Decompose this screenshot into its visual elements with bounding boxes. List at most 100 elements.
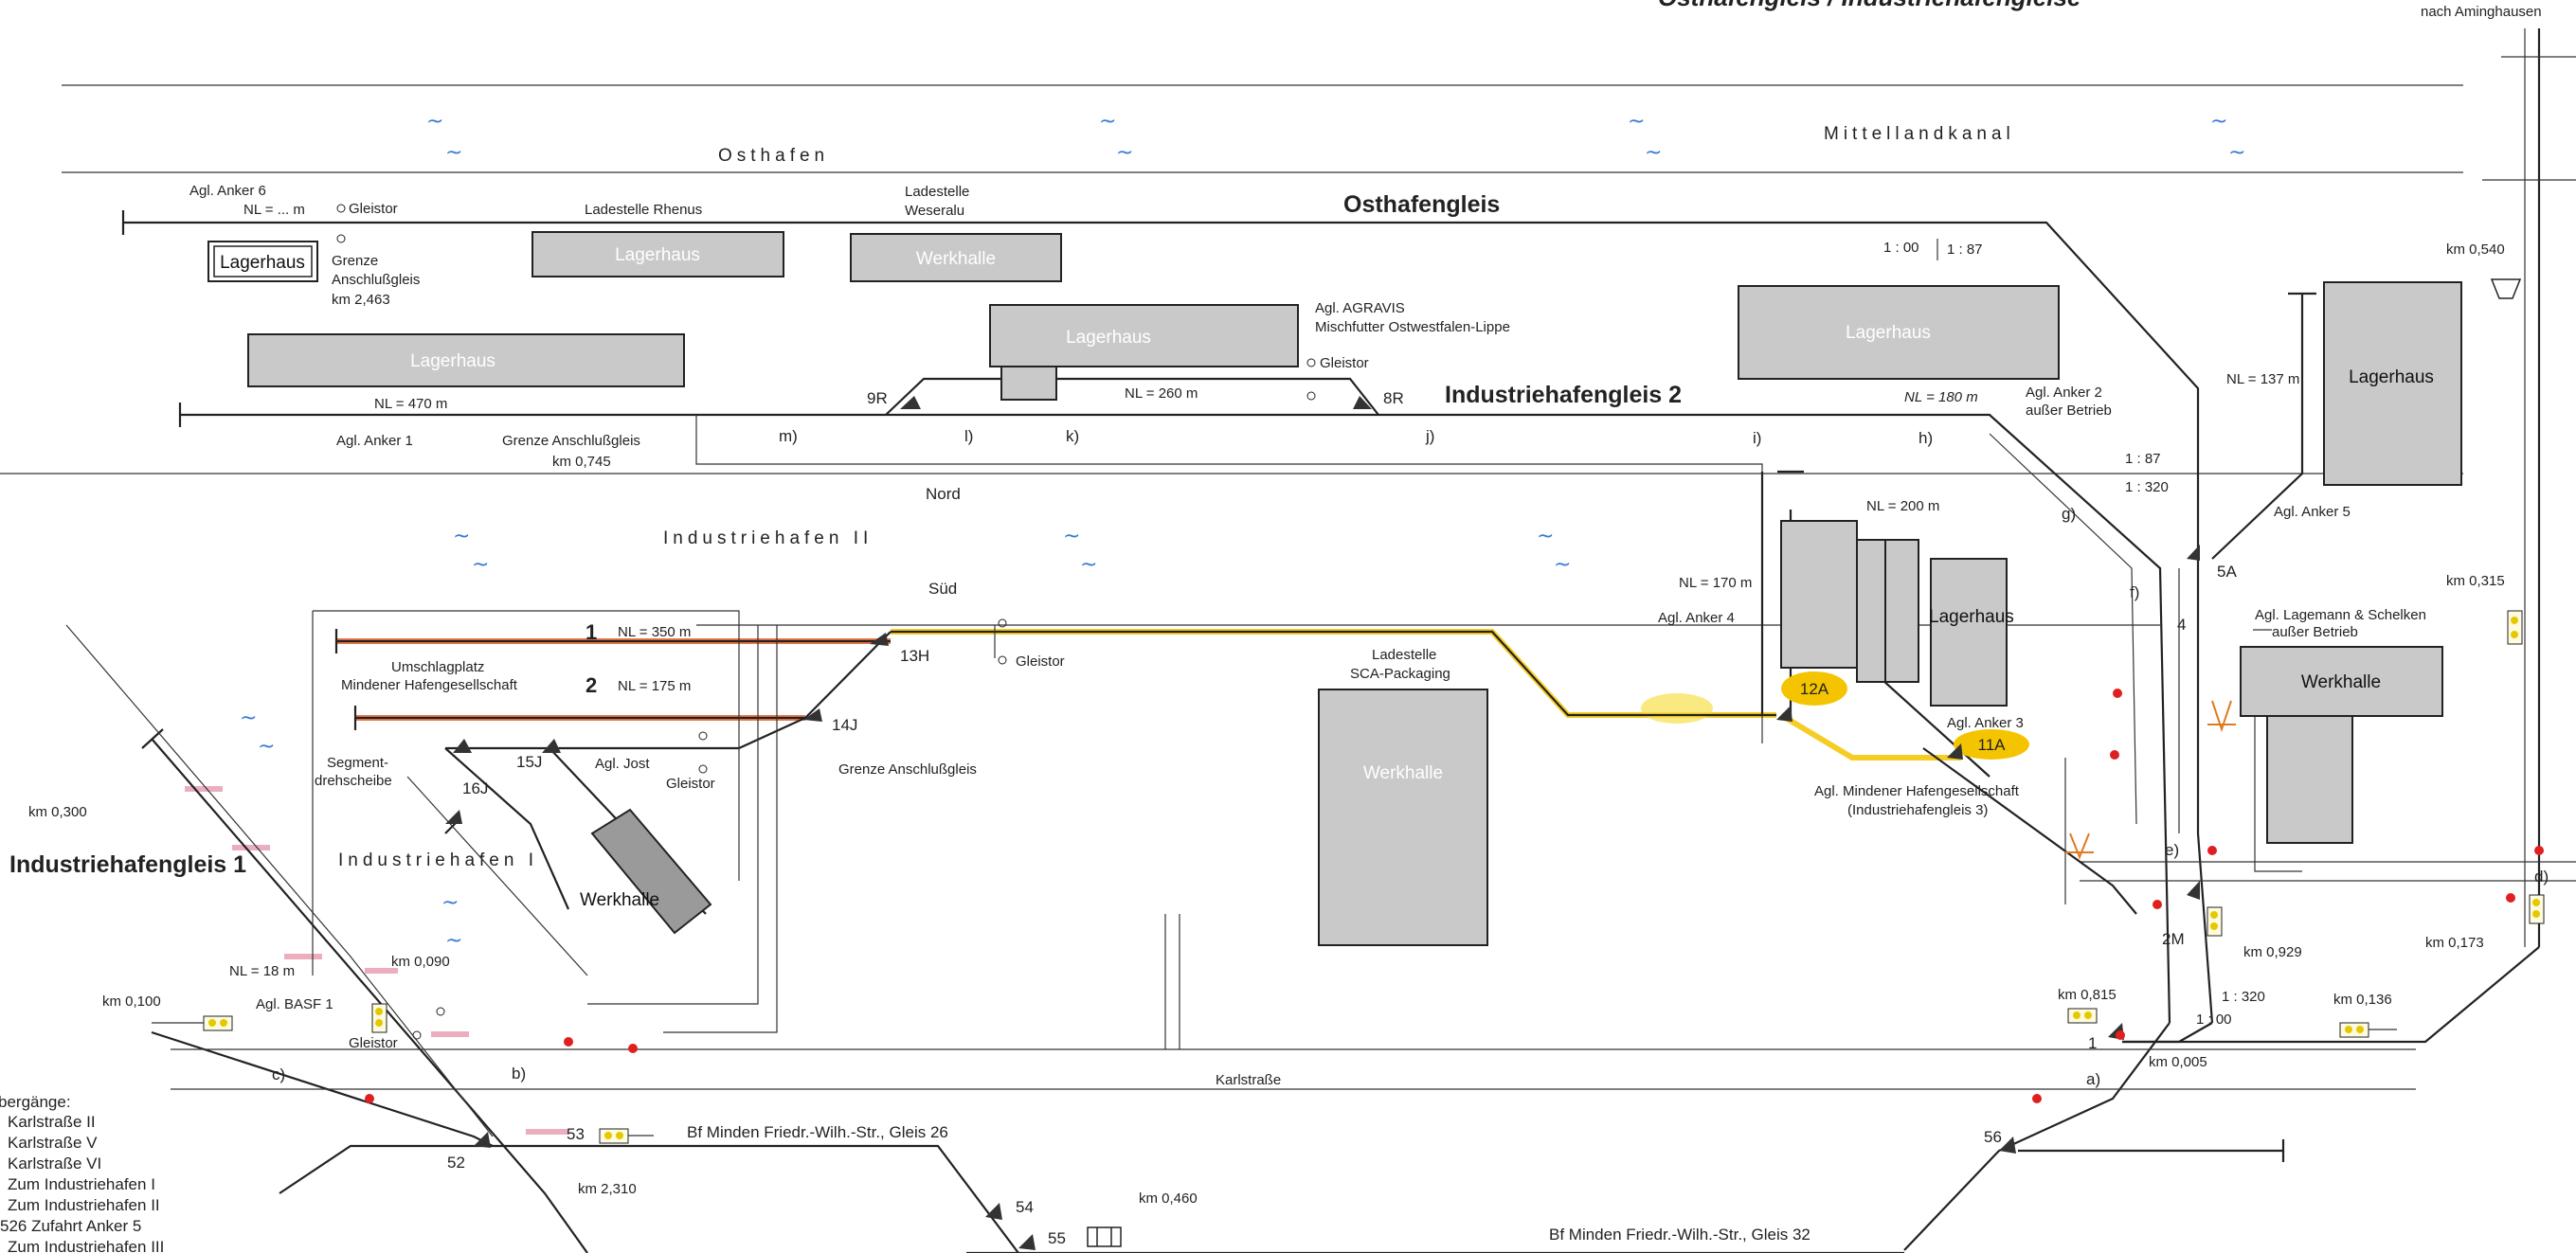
- svg-text:Lagerhaus: Lagerhaus: [1846, 323, 1931, 343]
- gleis-32-label: Bf Minden Friedr.-Wilh.-Str., Gleis 32: [1549, 1226, 1810, 1244]
- svg-text:km 0,540: km 0,540: [2446, 242, 2505, 258]
- direction-label: nach Aminghausen: [2421, 4, 2542, 20]
- svg-text:14J: 14J: [832, 716, 857, 734]
- plan-labels: Agl. Anker 6 NL = ... m Gleistor Grenze …: [28, 183, 2505, 1207]
- right-side-tracks: [1842, 28, 2576, 1251]
- svg-text:h): h): [1918, 429, 1933, 447]
- svg-text:Werkhalle: Werkhalle: [580, 890, 659, 910]
- svg-text:drehscheibe: drehscheibe: [315, 773, 392, 789]
- svg-text:~: ~: [1116, 141, 1133, 165]
- svg-text:km 0,815: km 0,815: [2058, 987, 2117, 1003]
- svg-text:km 2,310: km 2,310: [578, 1181, 637, 1197]
- svg-text:NL = 137 m: NL = 137 m: [2226, 371, 2299, 387]
- building-werkhalle-lagemann: Werkhalle: [2240, 646, 2443, 844]
- building-werkhalle-jost: Werkhalle: [580, 808, 712, 935]
- svg-text:Karlstraße II: Karlstraße II: [8, 1113, 96, 1131]
- svg-text:Gleistor: Gleistor: [1016, 653, 1065, 670]
- svg-text:NL = 175 m: NL = 175 m: [618, 678, 691, 694]
- svg-text:Lagerhaus: Lagerhaus: [2349, 367, 2434, 387]
- svg-text:außer Betrieb: außer Betrieb: [2272, 624, 2358, 640]
- svg-text:1 : 87: 1 : 87: [1947, 242, 1983, 258]
- building-lagerhaus-anker2: Lagerhaus: [1738, 285, 2060, 380]
- industriehafengleis-2-label: Industriehafengleis 2: [1445, 382, 1682, 408]
- svg-text:2M: 2M: [2162, 930, 2185, 948]
- gleis-26-label: Bf Minden Friedr.-Wilh.-Str., Gleis 26: [687, 1123, 948, 1141]
- svg-text:a): a): [2086, 1070, 2100, 1088]
- svg-text:Lagerhaus: Lagerhaus: [1066, 328, 1151, 348]
- svg-text:~: ~: [240, 707, 257, 730]
- svg-text:k): k): [1066, 427, 1079, 445]
- svg-text:km 0,005: km 0,005: [2149, 1054, 2207, 1070]
- svg-text:e): e): [2165, 841, 2179, 859]
- svg-text:13H: 13H: [900, 647, 929, 665]
- industriehafengleis-1-label: Industriehafengleis 1: [9, 851, 246, 878]
- svg-text:Ladestelle Rhenus: Ladestelle Rhenus: [585, 202, 702, 218]
- svg-text:Werkhalle: Werkhalle: [916, 249, 996, 269]
- svg-text:km 0,300: km 0,300: [28, 804, 87, 820]
- svg-text:km 0,100: km 0,100: [102, 993, 161, 1010]
- svg-text:Umschlagplatz: Umschlagplatz: [391, 659, 484, 675]
- karlstrasse-label: Karlstraße: [1216, 1072, 1281, 1088]
- svg-text:j): j): [1425, 427, 1434, 445]
- svg-text:b): b): [512, 1065, 526, 1083]
- building-lagerhaus-agravis: Lagerhaus: [989, 304, 1299, 401]
- svg-text:NL = 470 m: NL = 470 m: [374, 396, 447, 412]
- svg-text:NL = 18 m: NL = 18 m: [229, 963, 295, 979]
- svg-text:km 0,745: km 0,745: [552, 454, 611, 470]
- building-lagerhaus-1: Lagerhaus: [207, 241, 318, 282]
- svg-text:52: 52: [447, 1154, 465, 1172]
- svg-text:NL = ... m: NL = ... m: [243, 202, 305, 218]
- svg-text:Mindener Hafengesellschaft: Mindener Hafengesellschaft: [341, 677, 518, 693]
- svg-text:~: ~: [453, 525, 470, 548]
- svg-text:Weseralu: Weseralu: [905, 203, 964, 219]
- svg-text:~: ~: [1080, 553, 1097, 577]
- svg-text:~: ~: [258, 735, 275, 759]
- building-lagerhaus-anker5: Lagerhaus: [2323, 281, 2462, 486]
- svg-text:Gleistor: Gleistor: [349, 1035, 398, 1051]
- svg-text:Grenze Anschlußgleis: Grenze Anschlußgleis: [838, 761, 977, 778]
- svg-text:~: ~: [1099, 110, 1116, 134]
- svg-text:1: 1: [2088, 1034, 2097, 1052]
- svg-text:5A: 5A: [2217, 563, 2237, 581]
- svg-text:Gleistor: Gleistor: [1320, 355, 1369, 371]
- svg-text:l): l): [964, 427, 973, 445]
- osthafengleis-track: [121, 210, 2214, 1024]
- svg-text:Gleistor: Gleistor: [666, 776, 715, 792]
- svg-text:1 : 00: 1 : 00: [1883, 240, 1919, 256]
- svg-text:Zum Industriehafen II: Zum Industriehafen II: [8, 1196, 160, 1214]
- svg-text:Lagerhaus: Lagerhaus: [615, 245, 700, 265]
- svg-text:Werkhalle: Werkhalle: [1363, 763, 1443, 783]
- svg-text:9R: 9R: [867, 389, 888, 407]
- nord-label: Nord: [926, 485, 961, 503]
- svg-text:~: ~: [426, 110, 443, 134]
- svg-text:Zum Industriehafen I: Zum Industriehafen I: [8, 1175, 155, 1193]
- svg-text:Agl. Anker 4: Agl. Anker 4: [1658, 610, 1735, 626]
- building-werkhalle-sca: Werkhalle: [1318, 689, 1488, 946]
- svg-text:55: 55: [1048, 1229, 1066, 1247]
- svg-text:d): d): [2534, 868, 2549, 886]
- svg-text:m): m): [779, 427, 798, 445]
- canal-label: Mittellandkanal: [1824, 124, 2015, 144]
- svg-text:g): g): [2062, 505, 2076, 523]
- industriehafen-2-label: Industriehafen II: [663, 528, 873, 548]
- signal-icons: [152, 278, 2545, 1247]
- svg-text:NL = 350 m: NL = 350 m: [618, 624, 691, 640]
- svg-text:km 0,090: km 0,090: [391, 954, 450, 970]
- svg-text:526 Zufahrt Anker 5: 526 Zufahrt Anker 5: [0, 1217, 141, 1235]
- switch-badges: 12A 11A: [1781, 671, 2029, 760]
- svg-text:Agl. Anker 5: Agl. Anker 5: [2274, 504, 2351, 520]
- svg-text:~: ~: [1063, 525, 1080, 548]
- svg-text:i): i): [1753, 429, 1761, 447]
- switch-marker-icons: [445, 396, 2200, 1250]
- svg-text:~: ~: [1554, 553, 1571, 577]
- svg-text:km 0,460: km 0,460: [1139, 1190, 1198, 1207]
- sued-label: Süd: [928, 580, 957, 598]
- svg-text:NL = 170 m: NL = 170 m: [1679, 575, 1752, 591]
- svg-text:4: 4: [2177, 616, 2186, 634]
- svg-text:~: ~: [472, 553, 489, 577]
- osthafengleis-label: Osthafengleis: [1343, 191, 1500, 218]
- svg-text:12A: 12A: [1800, 680, 1829, 698]
- svg-text:1 : 320: 1 : 320: [2125, 479, 2169, 495]
- section-letters: m) l) k) j) i) h) g) f) e) d) c) b) a): [272, 427, 2549, 1088]
- svg-text:km 0,315: km 0,315: [2446, 573, 2505, 589]
